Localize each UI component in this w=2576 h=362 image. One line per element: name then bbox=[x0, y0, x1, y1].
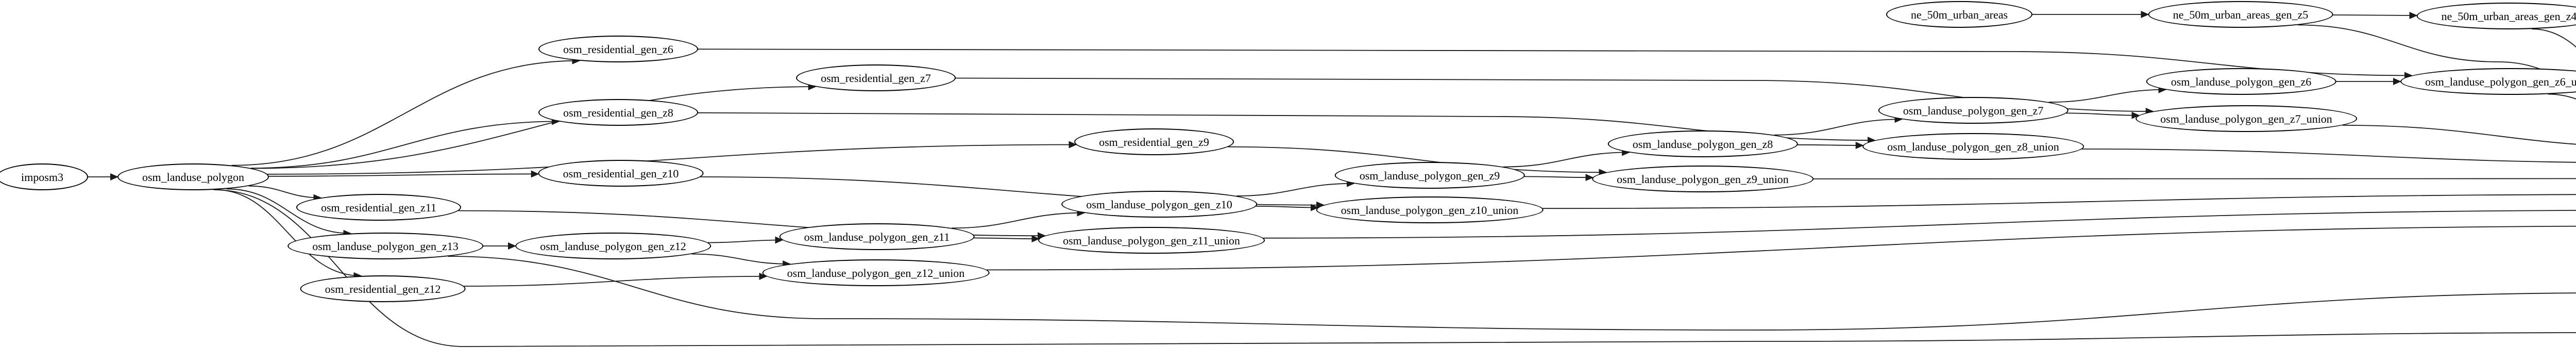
edge-osm-landuse-polygon-to-osm-residential-gen-z10 bbox=[268, 170, 539, 178]
edge-osm-landuse-polygon-to-osm-residential-gen-z8 bbox=[250, 118, 560, 169]
edge-osm-landuse-polygon-gen-z7-to-osm-landuse-polygon-gen-z6 bbox=[2048, 86, 2167, 103]
node-osm-landuse-polygon: osm_landuse_polygon bbox=[117, 163, 269, 190]
node-osm-landuse-polygon-gen-z11-union: osm_landuse_polygon_gen_z11_union bbox=[1038, 227, 1265, 254]
edge-osm-landuse-polygon-to-osm-residential-gen-z9 bbox=[267, 141, 1077, 175]
node-osm-landuse-polygon-gen-z12-union: osm_landuse_polygon_gen_z12_union bbox=[762, 259, 990, 286]
edge-osm-landuse-polygon-to-osm-residential-gen-z6 bbox=[231, 57, 581, 166]
node-osm-landuse-polygon-gen-z7-union: osm_landuse_polygon_gen_z7_union bbox=[2136, 105, 2357, 132]
edge-ne-50m-urban-areas-gen-z5-to-record-row-z5 bbox=[2298, 24, 2576, 89]
node-osm-landuse-polygon-gen-z9-union: osm_landuse_polygon_gen_z9_union bbox=[1592, 166, 1814, 192]
node-osm-landuse-polygon-gen-z6-union: osm_landuse_polygon_gen_z6_union bbox=[2400, 68, 2576, 95]
edge-osm-landuse-polygon-gen-z8-to-osm-landuse-polygon-gen-z7 bbox=[1774, 116, 1903, 136]
edge-osm-landuse-polygon-gen-z9-union-to-record-row-z9 bbox=[1813, 178, 2576, 179]
edge-osm-landuse-polygon-to-osm-residential-gen-z11 bbox=[248, 185, 322, 202]
node-osm-landuse-polygon-gen-z10: osm_landuse_polygon_gen_z10 bbox=[1061, 191, 1257, 218]
edge-ne-50m-urban-areas-gen-z4-to-record-row-z4 bbox=[2532, 28, 2576, 48]
edge-osm-landuse-polygon-gen-z9-to-osm-landuse-polygon-gen-z8 bbox=[1503, 149, 1631, 168]
node-osm-residential-gen-z6: osm_residential_gen_z6 bbox=[538, 36, 698, 62]
edge-osm-landuse-polygon-to-osm-landuse-polygon-gen-z13 bbox=[226, 188, 352, 237]
edge-osm-landuse-polygon-gen-z13-to-record-row-z13 bbox=[448, 256, 2576, 331]
node-osm-residential-gen-z8: osm_residential_gen_z8 bbox=[538, 99, 698, 126]
node-osm-landuse-polygon-gen-z7: osm_landuse_polygon_gen_z7 bbox=[1878, 97, 2069, 124]
node-osm-residential-gen-z7: osm_residential_gen_z7 bbox=[796, 64, 956, 91]
node-osm-landuse-polygon-gen-z6: osm_landuse_polygon_gen_z6 bbox=[2146, 68, 2336, 95]
edge-osm-landuse-polygon-gen-z12-to-osm-landuse-polygon-gen-z11 bbox=[707, 236, 784, 244]
node-osm-landuse-polygon-gen-z8: osm_landuse_polygon_gen_z8 bbox=[1607, 130, 1798, 157]
node-osm-residential-gen-z10: osm_residential_gen_z10 bbox=[538, 160, 704, 187]
edge-osm-landuse-polygon-gen-z12-union-to-record-row-z12 bbox=[987, 225, 2576, 271]
edge-osm-landuse-polygon-gen-z11-to-osm-landuse-polygon-gen-z11-union bbox=[974, 235, 1040, 243]
node-ne-50m-urban-areas-gen-z5: ne_50m_urban_areas_gen_z5 bbox=[2148, 1, 2333, 28]
edge-osm-landuse-polygon-gen-z8-union-to-record-row-z8 bbox=[2081, 149, 2576, 163]
node-osm-residential-gen-z9: osm_residential_gen_z9 bbox=[1074, 128, 1234, 155]
edge-osm-landuse-polygon-gen-z11-union-to-record-row-z11 bbox=[1263, 210, 2576, 239]
node-osm-landuse-polygon-gen-z13: osm_landuse_polygon_gen_z13 bbox=[287, 233, 483, 259]
node-osm-residential-gen-z11: osm_residential_gen_z11 bbox=[296, 194, 462, 221]
node-osm-landuse-polygon-gen-z10-union: osm_landuse_polygon_gen_z10_union bbox=[1316, 196, 1544, 223]
node-osm-landuse-polygon-gen-z12: osm_landuse_polygon_gen_z12 bbox=[515, 233, 711, 259]
edge-osm-landuse-polygon-gen-z11-to-osm-landuse-polygon-gen-z10 bbox=[952, 209, 1086, 229]
node-osm-landuse-polygon-gen-z8-union: osm_landuse_polygon_gen_z8_union bbox=[1862, 133, 2084, 160]
edge-osm-landuse-polygon-gen-z7-union-to-record-row-z7 bbox=[2342, 125, 2576, 145]
edge-osm-landuse-polygon-gen-z7-to-osm-landuse-polygon-gen-z7-union bbox=[2066, 111, 2140, 119]
edge-osm-landuse-polygon-gen-z12-to-osm-landuse-polygon-gen-z12-union bbox=[691, 253, 791, 268]
edge-osm-landuse-polygon-gen-z10-to-osm-landuse-polygon-gen-z9 bbox=[1236, 179, 1355, 196]
edge-osm-landuse-polygon-to-osm-residential-gen-z7 bbox=[251, 83, 817, 169]
edge-osm-residential-gen-z6-to-osm-landuse-polygon-gen-z6-union bbox=[698, 48, 2413, 79]
node-osm-landuse-polygon-gen-z9: osm_landuse_polygon_gen_z9 bbox=[1334, 162, 1525, 189]
node-osm-landuse-polygon-gen-z11: osm_landuse_polygon_gen_z11 bbox=[779, 223, 975, 250]
node-ne-50m-urban-areas-gen-z4: ne_50m_urban_areas_gen_z4 bbox=[2416, 3, 2576, 29]
edge-osm-landuse-polygon-gen-z10-union-to-record-row-z10 bbox=[1543, 194, 2576, 209]
edge-osm-residential-gen-z12-to-osm-landuse-polygon-gen-z12-union bbox=[464, 272, 768, 287]
edge-osm-landuse-polygon-gen-z6-union-to-record-row-z6 bbox=[2548, 93, 2576, 100]
edge-osm-residential-gen-z9-to-osm-landuse-polygon-gen-z9-union bbox=[1228, 146, 1607, 176]
edge-osm-landuse-polygon-gen-z9-to-osm-landuse-polygon-gen-z9-union bbox=[1524, 174, 1594, 182]
edge-osm-landuse-polygon-gen-z10-to-osm-landuse-polygon-gen-z10-union bbox=[1256, 204, 1319, 211]
node-osm-residential-gen-z12: osm_residential_gen_z12 bbox=[300, 275, 466, 302]
node-ne-50m-urban-areas: ne_50m_urban_areas bbox=[1886, 1, 2033, 28]
edge-osm-landuse-polygon-to-osm-residential-gen-z12 bbox=[215, 189, 362, 279]
node-imposm3: imposm3 bbox=[0, 163, 88, 190]
